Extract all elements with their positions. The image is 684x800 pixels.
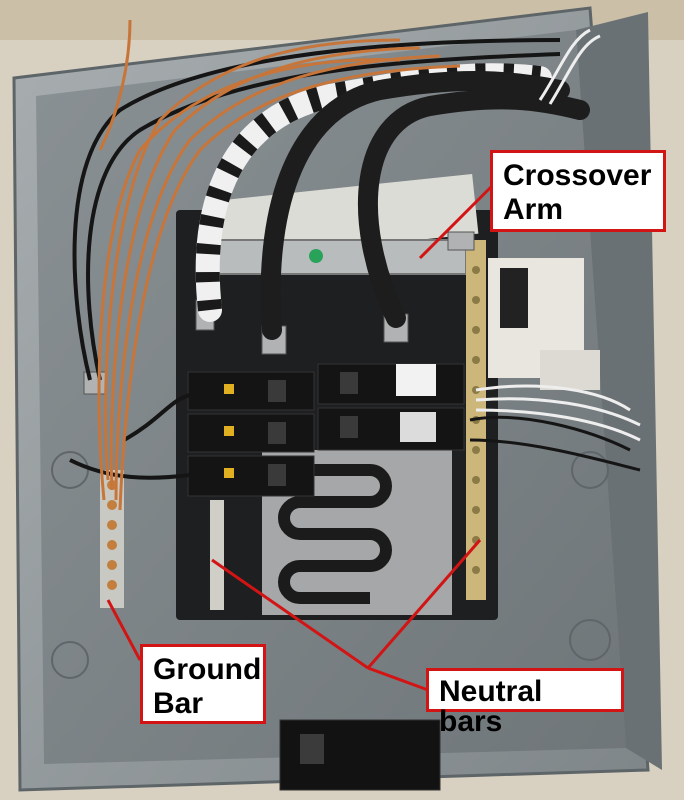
callout-text-line: Neutral bars <box>439 675 543 738</box>
breaker-icon <box>317 363 465 405</box>
callout-text-line: Bar <box>153 687 204 720</box>
knockout <box>51 641 89 679</box>
wire-icon <box>260 70 570 340</box>
breaker-icon <box>187 413 315 453</box>
breaker-icon <box>317 407 465 451</box>
knockout <box>51 451 89 489</box>
callout-lines <box>106 184 494 692</box>
callout-text-line: Arm <box>503 193 564 226</box>
copper-wires <box>97 19 461 511</box>
wire-icon <box>123 393 191 442</box>
callout-ground-bar: Ground Bar <box>140 644 266 724</box>
black-wires-right <box>469 415 641 472</box>
knockout <box>569 619 611 661</box>
wire-icon <box>72 38 561 381</box>
callout-crossover-arm: Crossover Arm <box>490 150 666 232</box>
neutral-bar-left <box>210 500 224 610</box>
loose-breaker <box>279 719 441 791</box>
white-wires <box>475 28 641 442</box>
breaker-icon <box>187 455 315 497</box>
barcode <box>500 268 528 328</box>
wire-icon <box>357 89 590 328</box>
callout-neutral-bars: Neutral bars <box>426 668 624 737</box>
wire-icon <box>69 458 191 480</box>
label-sticker-lower <box>540 350 600 390</box>
bus-loops <box>278 464 392 604</box>
green-screw <box>309 249 323 263</box>
knockout <box>571 451 609 489</box>
wire-icon <box>86 52 561 381</box>
breaker-icon <box>187 371 315 411</box>
crossover-arm <box>215 239 467 275</box>
callout-text-line: Crossover <box>503 159 652 192</box>
callout-text-line: Ground <box>153 653 262 686</box>
